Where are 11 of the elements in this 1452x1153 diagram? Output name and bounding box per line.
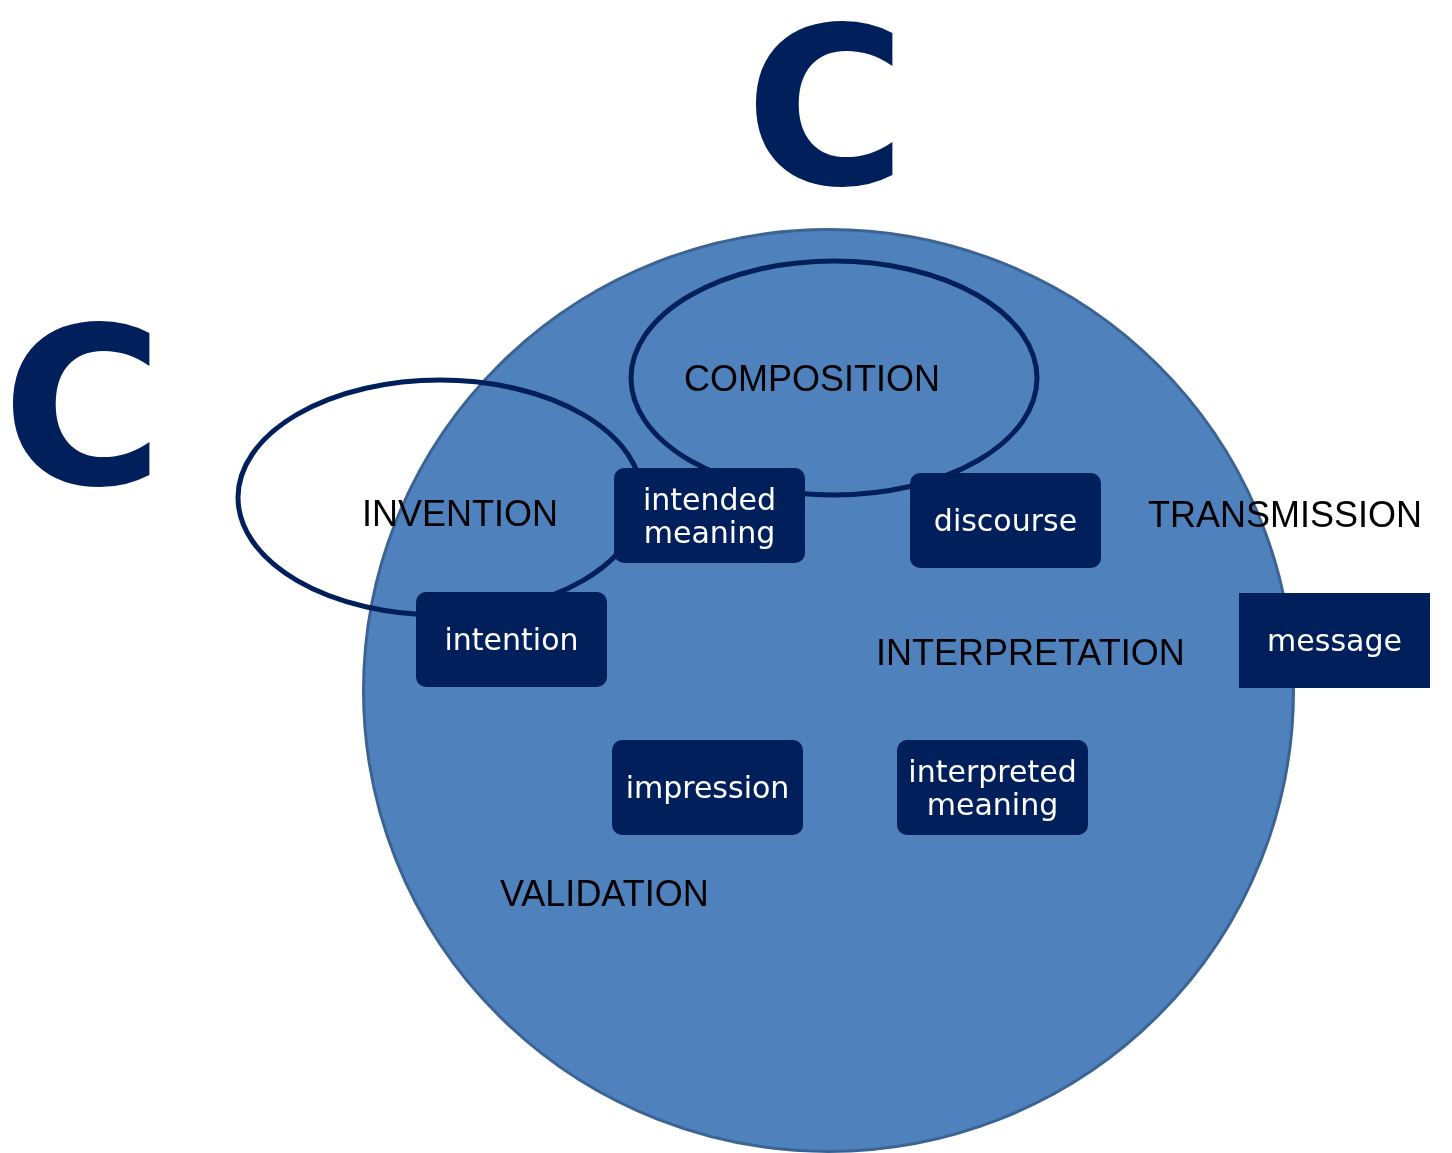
stage-label: INTERPRETATION [876, 632, 1185, 674]
concept-box: intention [416, 592, 607, 687]
concept-box: message [1239, 593, 1430, 688]
stage-label: COMPOSITION [684, 358, 940, 400]
large-letter: C [2, 298, 164, 518]
stage-label: VALIDATION [500, 873, 709, 915]
concept-box: interpreted meaning [897, 740, 1088, 835]
large-letter: C [745, 0, 907, 218]
concept-box: discourse [910, 473, 1101, 568]
concept-box: intended meaning [614, 468, 805, 563]
concept-box: impression [612, 740, 803, 835]
